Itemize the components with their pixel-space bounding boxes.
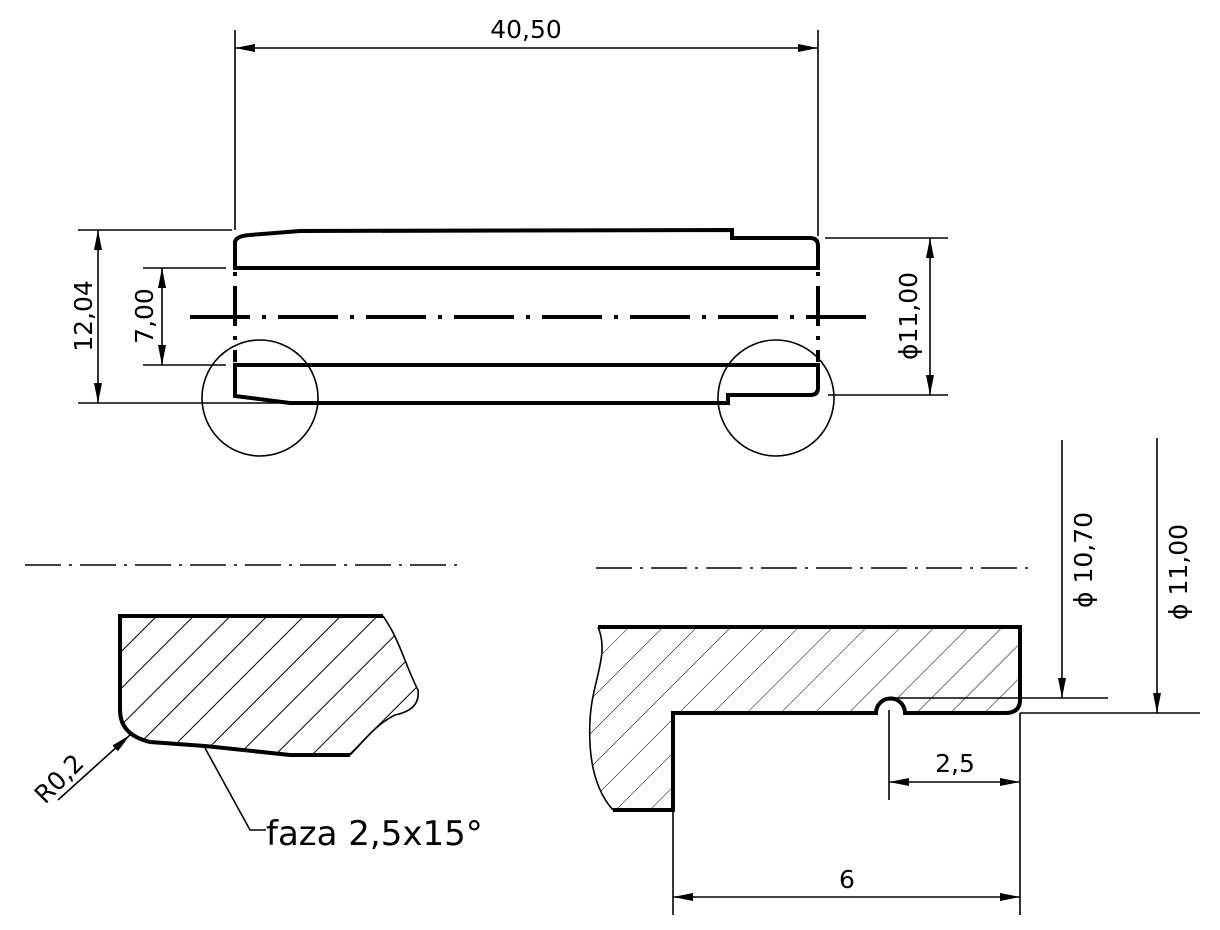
groove-diameter-label: ϕ 10,70 — [1069, 512, 1098, 608]
detail-right-groove: ϕ 10,70 ϕ 11,00 2,5 6 — [588, 438, 1200, 915]
lower-wall-section — [233, 363, 820, 405]
dimension-outer-height-label: 12,04 — [69, 280, 98, 352]
main-section-view: 40,50 12,04 7,00 ϕ11,00 — [69, 15, 948, 457]
dimension-inner-diameter-label: 7,00 — [130, 288, 159, 344]
dimension-outer-diameter-detail: ϕ 11,00 — [1020, 438, 1200, 714]
detail-circle-right — [717, 339, 835, 457]
dimension-step-length: 6 — [672, 810, 1020, 915]
groove-offset-label: 2,5 — [935, 749, 975, 778]
upper-wall-section — [233, 227, 820, 270]
outer-diameter-detail-label: ϕ 11,00 — [1164, 524, 1193, 620]
dimension-outer-diameter-label: ϕ11,00 — [894, 272, 923, 360]
dimension-outer-height: 12,04 — [69, 229, 290, 404]
detail-left-chamfer: R0,2 faza 2,5x15° — [25, 564, 483, 854]
dimension-length: 40,50 — [234, 15, 819, 236]
dimension-length-label: 40,50 — [490, 15, 562, 44]
chamfer-note: faza 2,5x15° — [266, 814, 483, 854]
detail-left-section — [120, 616, 419, 755]
dimension-outer-diameter: ϕ11,00 — [825, 237, 948, 396]
dimension-groove-offset: 2,5 — [888, 710, 1021, 915]
chamfer-callout: faza 2,5x15° — [204, 747, 483, 854]
step-length-label: 6 — [839, 865, 855, 894]
detail-circle-left — [201, 339, 319, 457]
dimension-inner-diameter: 7,00 — [130, 267, 226, 366]
detail-right-section — [589, 627, 1020, 810]
dimension-groove-diameter: ϕ 10,70 — [890, 440, 1108, 699]
radius-callout: R0,2 — [29, 734, 131, 809]
